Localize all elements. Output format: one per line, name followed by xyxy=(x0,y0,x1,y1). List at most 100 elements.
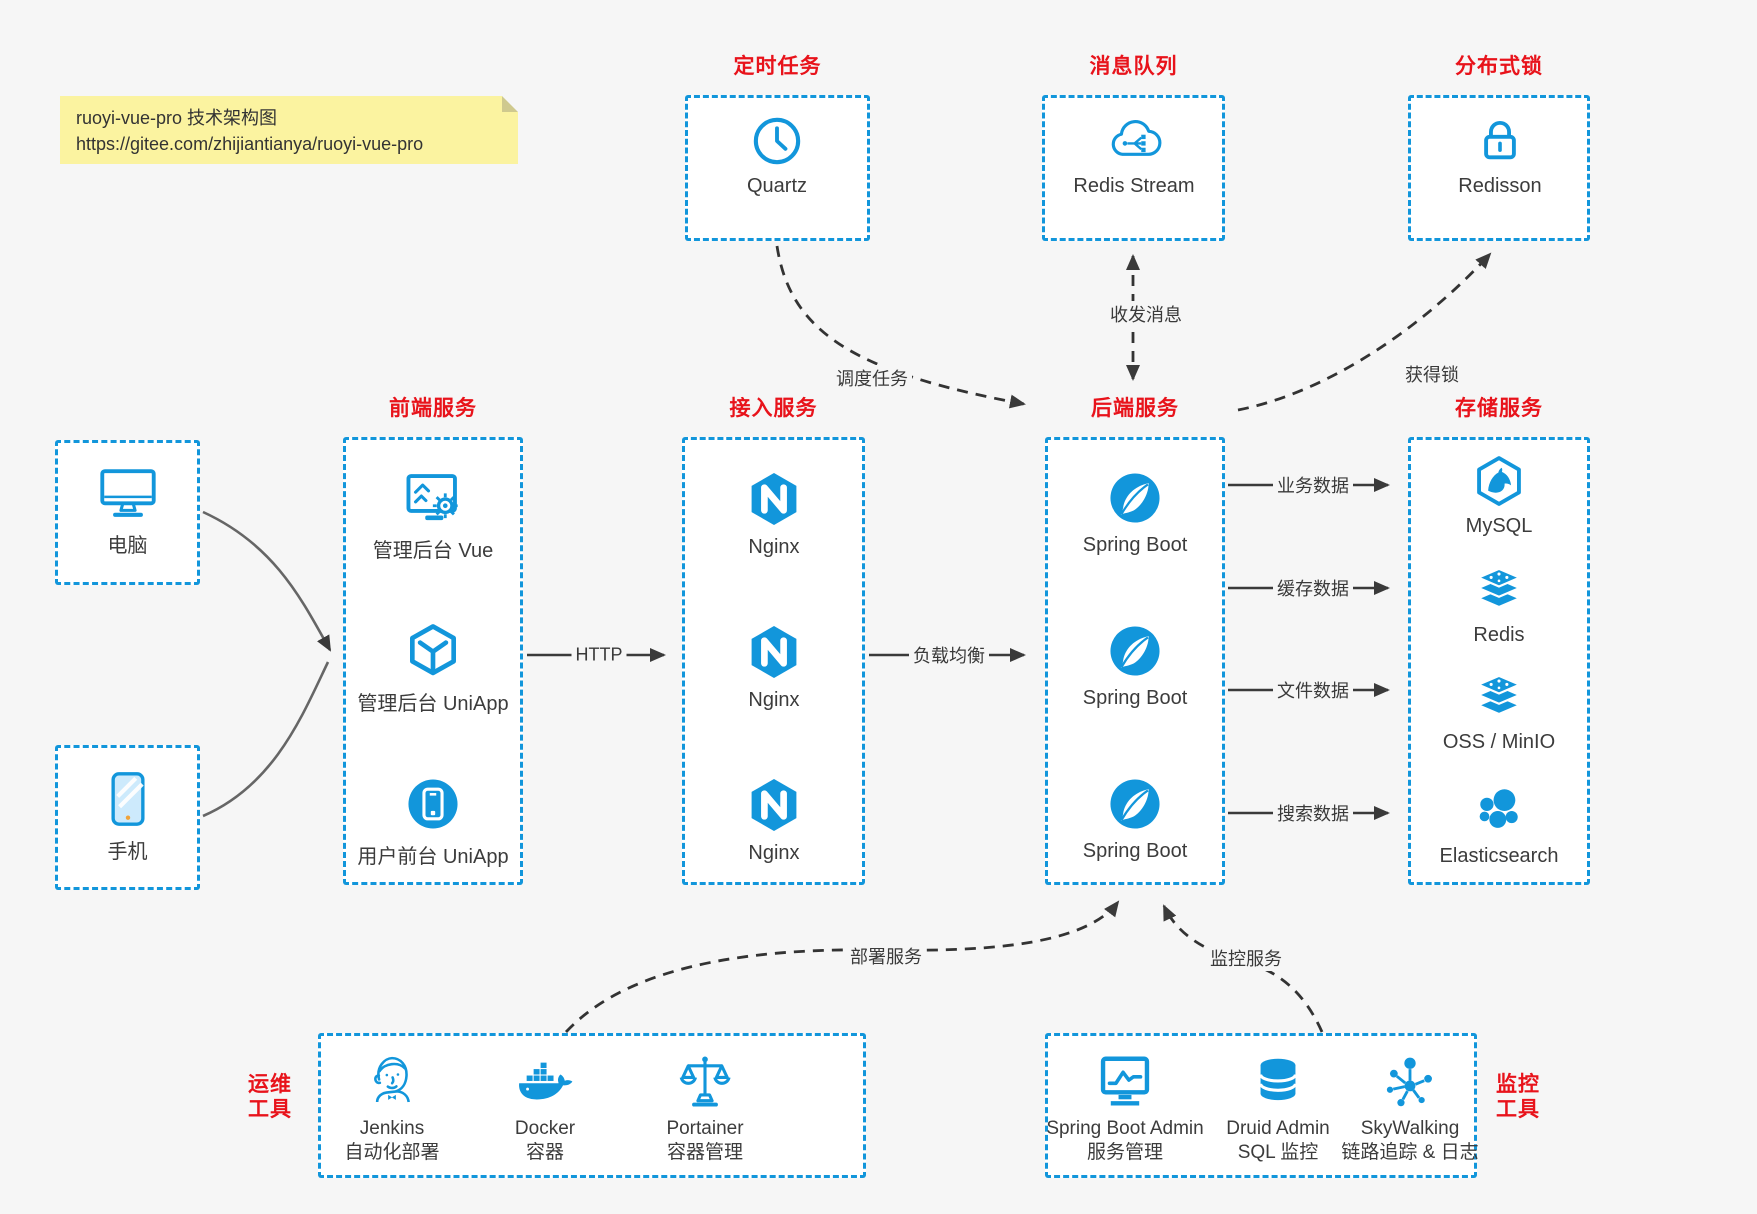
node-label: Docker xyxy=(514,1118,576,1139)
panel-distributed-lock xyxy=(1408,95,1590,241)
node-spring-boot-1: Spring Boot xyxy=(1045,467,1225,557)
node-label: Elasticsearch xyxy=(1439,845,1559,867)
node-label: 用户前台 UniApp xyxy=(357,846,509,868)
node-label: Jenkins xyxy=(359,1118,425,1139)
note-url: https://gitee.com/zhijiantianya/ruoyi-vu… xyxy=(76,134,424,155)
node-label: MySQL xyxy=(1465,515,1533,537)
object-storage-icon xyxy=(1477,674,1521,716)
node-label: Nginx xyxy=(748,536,800,558)
node-label: Spring Boot xyxy=(1082,687,1188,709)
node-jenkins: Jenkins 自动化部署 xyxy=(307,1051,477,1165)
node-label: Nginx xyxy=(748,689,800,711)
edge-label-deploy-service: 部署服务 xyxy=(846,943,926,969)
title-frontend-services: 前端服务 xyxy=(389,397,477,420)
edge-label-exchange-message: 收发消息 xyxy=(1106,301,1186,327)
node-label: SkyWalking xyxy=(1360,1118,1460,1139)
node-label: 电脑 xyxy=(107,535,148,557)
node-docker: Docker 容器 xyxy=(460,1051,630,1165)
node-nginx-2: Nginx xyxy=(684,620,864,712)
node-label: 手机 xyxy=(107,841,148,863)
node-pc: 电脑 xyxy=(55,462,200,558)
edge-label-cache-data: 缓存数据 xyxy=(1273,575,1353,601)
node-sublabel: 服务管理 xyxy=(1086,1141,1163,1163)
node-portainer: Portainer 容器管理 xyxy=(620,1051,790,1165)
node-label: OSS / MinIO xyxy=(1442,731,1556,753)
edge-label-monitor-service: 监控服务 xyxy=(1206,945,1286,971)
node-spring-boot-3: Spring Boot xyxy=(1045,773,1225,863)
title-backend-services: 后端服务 xyxy=(1091,397,1179,420)
node-user-uniapp: 用户前台 UniApp xyxy=(343,773,523,869)
portainer-icon xyxy=(679,1056,731,1107)
node-mysql: MySQL xyxy=(1409,452,1589,538)
edge-label-acquire-lock: 获得锁 xyxy=(1401,361,1463,387)
title-message-queue: 消息队列 xyxy=(1089,55,1178,78)
edge-label-http: HTTP xyxy=(571,644,627,666)
node-sublabel: 容器 xyxy=(525,1141,564,1163)
uniapp-cube-icon xyxy=(410,624,456,676)
nginx-icon xyxy=(751,626,797,678)
node-druid-admin: Druid Admin SQL 监控 xyxy=(1193,1051,1363,1165)
edge-deploy-service xyxy=(564,900,1120,1033)
node-sublabel: 自动化部署 xyxy=(344,1141,440,1163)
node-redisson: Redisson xyxy=(1410,112,1590,198)
node-label: Quartz xyxy=(746,175,808,197)
edge-pc-to-frontend xyxy=(202,510,332,652)
desktop-icon xyxy=(99,469,156,517)
edge-label-schedule-task: 调度任务 xyxy=(832,365,912,391)
spring-boot-icon xyxy=(1110,626,1160,676)
edge-phone-to-frontend xyxy=(202,661,330,818)
node-spring-boot-admin: Spring Boot Admin 服务管理 xyxy=(1018,1051,1232,1165)
node-label: Druid Admin xyxy=(1226,1118,1330,1139)
druid-database-icon xyxy=(1259,1058,1297,1101)
node-phone: 手机 xyxy=(55,768,200,864)
node-label: Redis Stream xyxy=(1073,175,1195,197)
node-label: Spring Boot xyxy=(1082,534,1188,556)
panel-pc xyxy=(55,440,200,585)
spring-boot-icon xyxy=(1110,779,1160,829)
edge-label-file-data: 文件数据 xyxy=(1273,677,1353,703)
redis-stack-icon xyxy=(1477,567,1521,609)
node-admin-uniapp: 管理后台 UniApp xyxy=(343,620,523,716)
mobile-app-icon xyxy=(408,779,458,829)
node-label: Redisson xyxy=(1458,175,1542,197)
panel-ops-tools xyxy=(318,1033,866,1178)
label-ops-tools: 运维 工具 xyxy=(248,1073,292,1122)
node-redis-stream: Redis Stream xyxy=(1044,112,1224,198)
spring-boot-icon xyxy=(1110,473,1160,523)
node-label: 管理后台 UniApp xyxy=(357,693,509,715)
edge-label-load-balance: 负载均衡 xyxy=(909,642,989,668)
spring-boot-admin-icon xyxy=(1100,1056,1150,1106)
node-label: Spring Boot xyxy=(1082,840,1188,862)
node-spring-boot-2: Spring Boot xyxy=(1045,620,1225,710)
cloud-stream-icon xyxy=(1111,120,1162,156)
elasticsearch-icon xyxy=(1479,789,1518,828)
node-label: Portainer xyxy=(666,1118,744,1139)
mysql-icon xyxy=(1477,456,1521,506)
node-nginx-1: Nginx xyxy=(684,467,864,559)
label-monitoring-tools: 监控 工具 xyxy=(1496,1073,1540,1122)
node-label: Spring Boot Admin xyxy=(1046,1118,1204,1139)
note-fold-corner xyxy=(502,96,518,112)
nginx-icon xyxy=(751,473,797,525)
title-gateway-services: 接入服务 xyxy=(729,397,818,420)
skywalking-icon xyxy=(1386,1057,1432,1107)
node-nginx-3: Nginx xyxy=(684,773,864,865)
clock-icon xyxy=(753,117,801,165)
node-label: Redis xyxy=(1473,624,1525,646)
node-label: Nginx xyxy=(748,842,800,864)
title-distributed-lock: 分布式锁 xyxy=(1455,55,1543,78)
docker-icon xyxy=(519,1062,573,1100)
smartphone-icon xyxy=(110,772,145,826)
sticky-note: ruoyi-vue-pro 技术架构图 https://gitee.com/zh… xyxy=(60,96,518,164)
node-oss-minio: OSS / MinIO xyxy=(1409,668,1589,754)
node-label: 管理后台 Vue xyxy=(372,540,494,562)
jenkins-icon xyxy=(374,1056,410,1103)
edge-label-business-data: 业务数据 xyxy=(1273,472,1353,498)
title-storage-services: 存储服务 xyxy=(1455,397,1543,420)
note-title: ruoyi-vue-pro 技术架构图 xyxy=(76,108,278,128)
edge-label-search-data: 搜索数据 xyxy=(1273,800,1353,826)
node-admin-vue: 管理后台 Vue xyxy=(343,467,523,563)
admin-dashboard-icon xyxy=(406,474,458,521)
node-elasticsearch: Elasticsearch xyxy=(1409,782,1589,868)
